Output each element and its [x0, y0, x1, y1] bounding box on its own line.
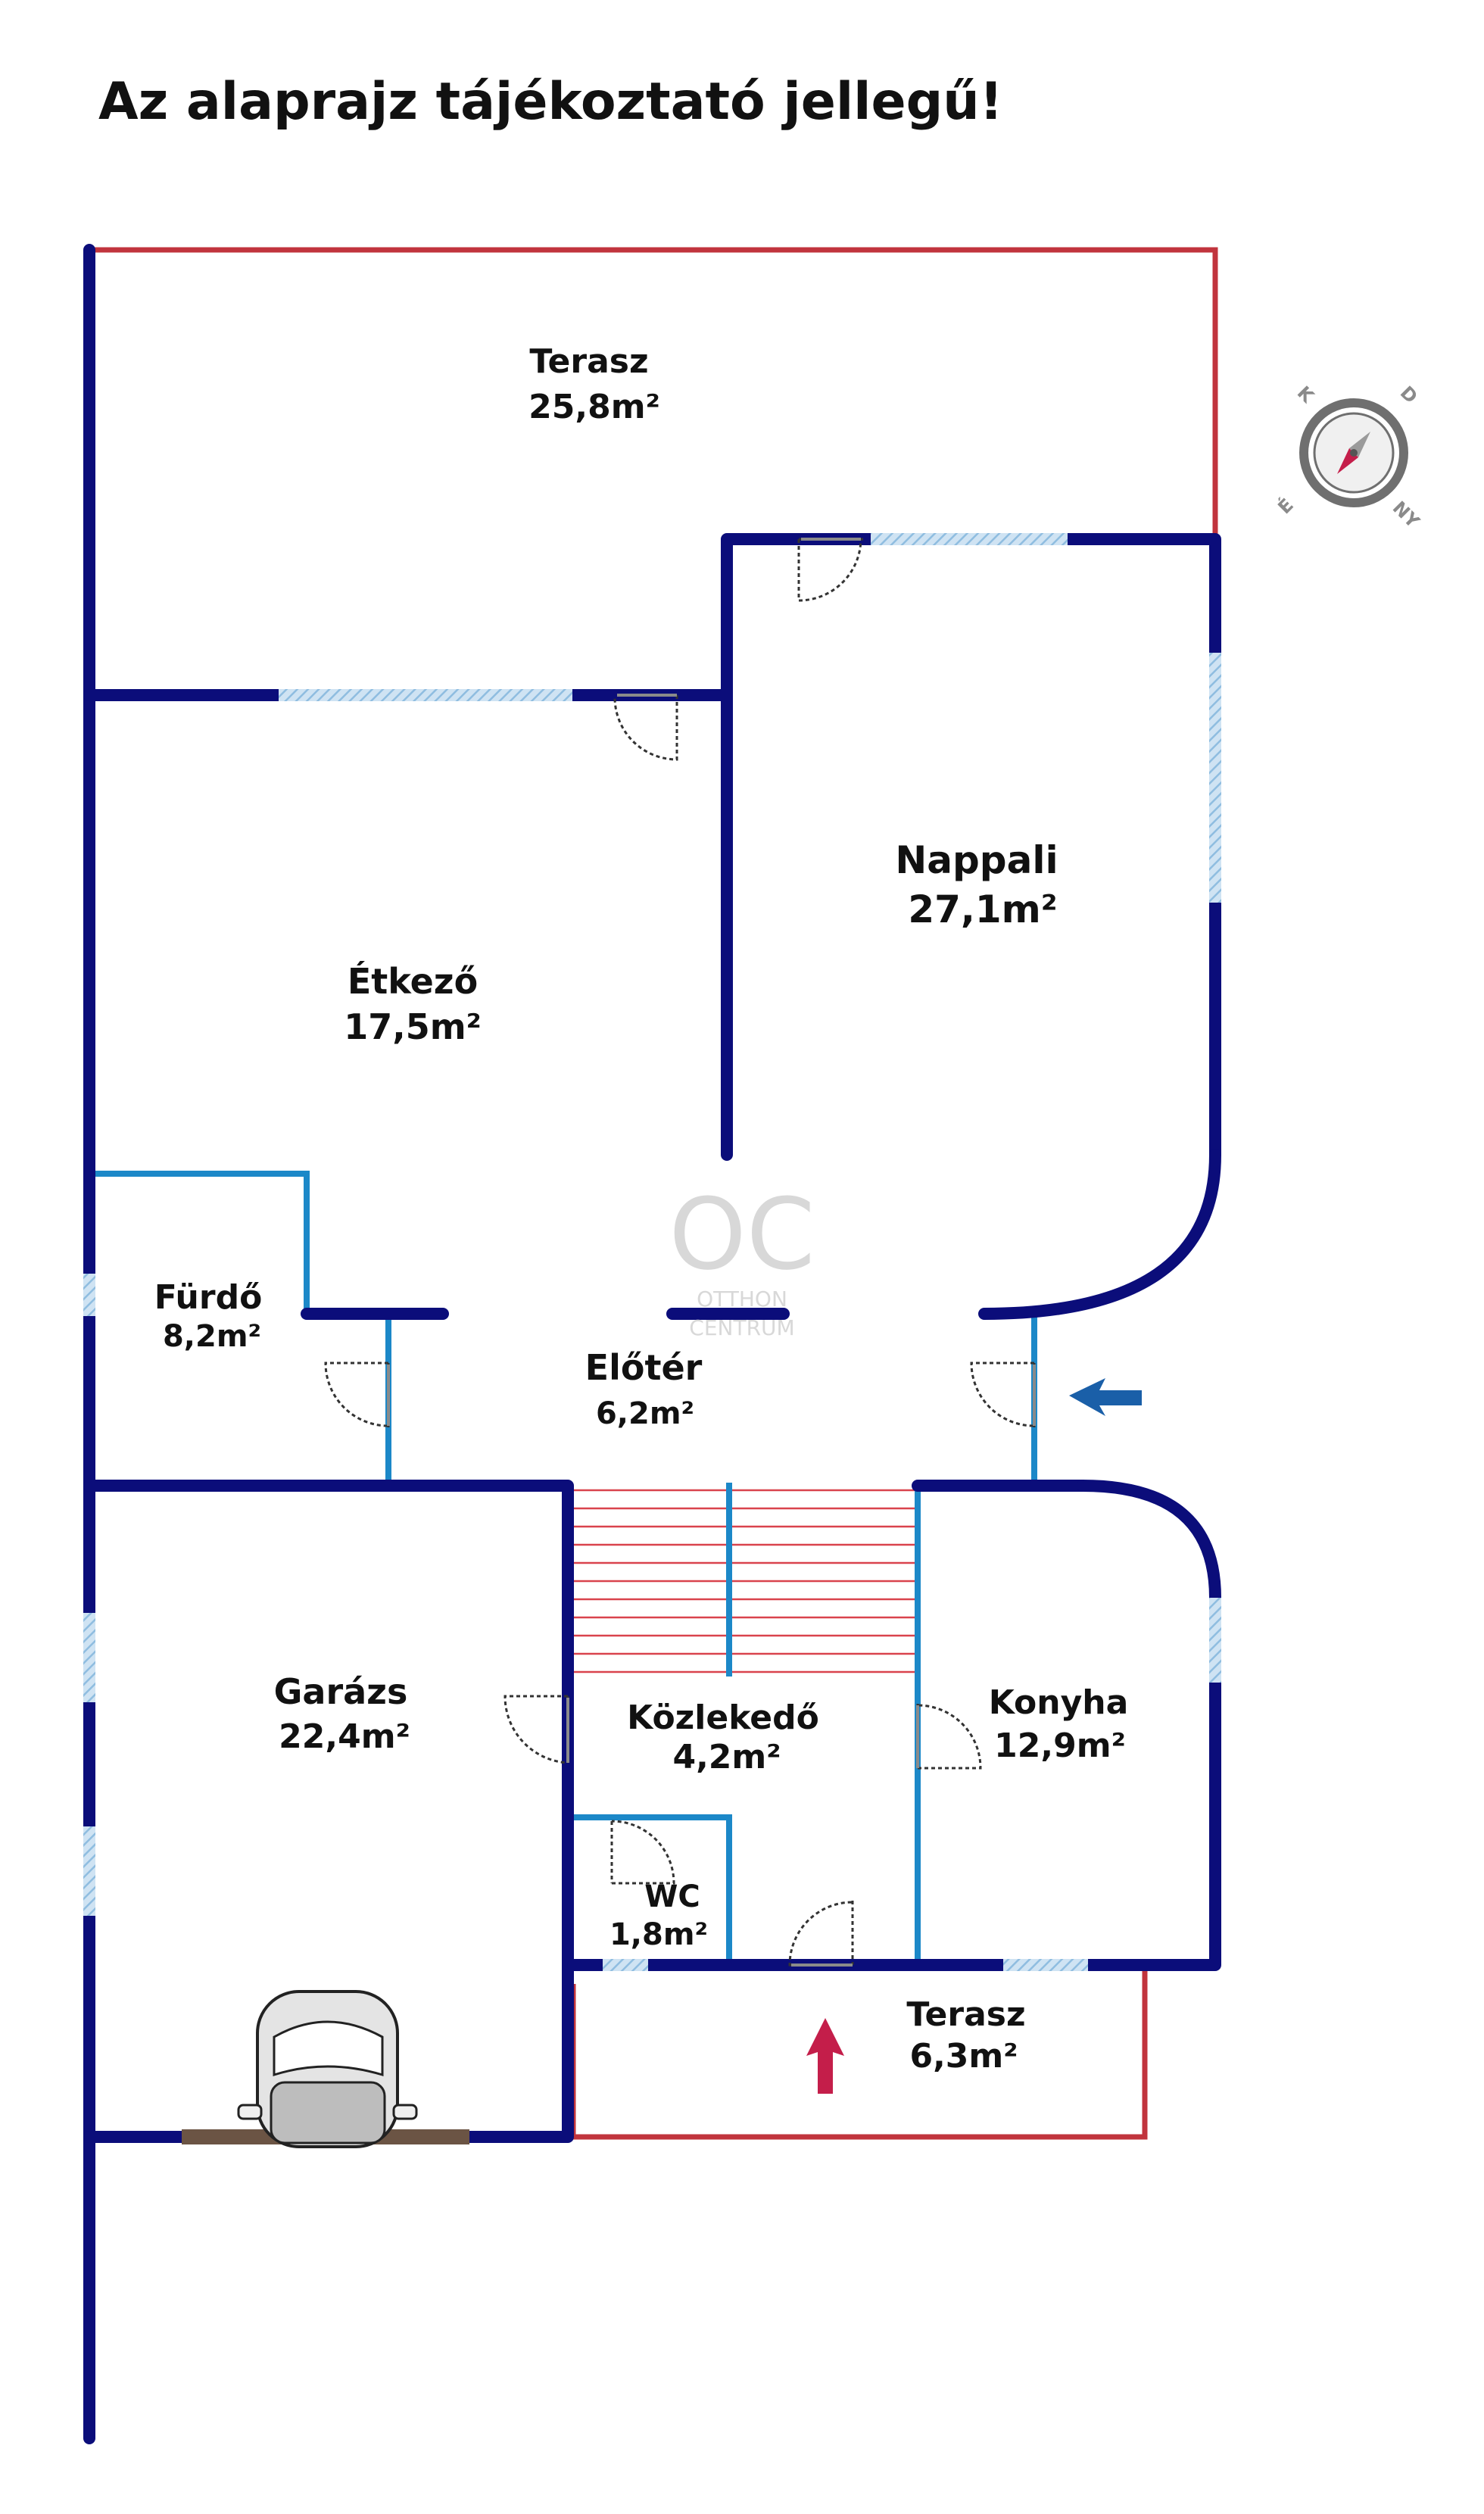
room-area-etkezo: 17,5m² — [344, 1006, 482, 1047]
up-arrow-icon — [806, 2018, 844, 2094]
room-area-terasz-bottom: 6,3m² — [909, 2037, 1018, 2076]
entry-arrow-icon — [1069, 1378, 1142, 1416]
compass-label-east: K — [1293, 382, 1319, 407]
room-name-furdo: Fürdő — [154, 1278, 263, 1317]
compass-label-south: D — [1396, 382, 1422, 407]
door-furdo — [324, 1361, 390, 1427]
door-entrance — [970, 1361, 1036, 1427]
room-name-garazs: Garázs — [274, 1671, 408, 1712]
room-name-terasz-top: Terasz — [529, 342, 648, 381]
door-etkezo-terrace — [613, 695, 678, 761]
door-leaves — [387, 538, 1036, 1967]
door-wc — [610, 1820, 675, 1885]
stairs — [573, 1489, 916, 1673]
room-area-nappali: 27,1m² — [908, 887, 1057, 931]
room-area-terasz-top: 25,8m² — [528, 388, 660, 426]
watermark-line1: OTTHON — [697, 1287, 787, 1312]
compass-label-west: NY — [1389, 497, 1424, 532]
room-name-nappali: Nappali — [895, 838, 1058, 882]
watermark-line2: CENTRUM — [689, 1315, 794, 1340]
compass-icon: K D É NY — [1274, 382, 1424, 532]
disclaimer-title: Az alaprajz tájékoztató jellegű! — [98, 72, 1003, 132]
watermark-mark: OC — [669, 1177, 815, 1292]
room-name-konyha: Konyha — [989, 1683, 1129, 1722]
room-area-wc: 1,8m² — [610, 1917, 708, 1952]
room-area-kozlekedo: 4,2m² — [672, 1738, 781, 1776]
room-name-etkezo: Étkező — [348, 961, 478, 1002]
car-icon — [237, 1990, 418, 2148]
windows — [83, 533, 1221, 1971]
room-name-wc: WC — [644, 1879, 700, 1914]
room-area-eloter: 6,2m² — [596, 1396, 694, 1431]
room-area-garazs: 22,4m² — [279, 1717, 410, 1756]
room-name-eloter: Előtér — [585, 1347, 703, 1388]
door-garage — [504, 1695, 569, 1764]
door-nappali-terrace — [797, 538, 863, 602]
room-name-kozlekedo: Közlekedő — [627, 1698, 819, 1737]
room-labels: Terasz 25,8m² Nappali 27,1m² Étkező 17,5… — [154, 342, 1129, 2076]
door-corridor-terrace — [788, 1901, 854, 1967]
room-name-terasz-bottom: Terasz — [906, 1995, 1025, 2034]
door-kitchen — [916, 1704, 982, 1770]
terrace-outline — [89, 247, 1218, 2140]
room-area-konyha: 12,9m² — [994, 1726, 1126, 1765]
compass-label-north: É — [1274, 494, 1298, 518]
watermark-logo: OC OTTHON CENTRUM — [669, 1177, 815, 1340]
room-area-furdo: 8,2m² — [163, 1319, 261, 1354]
